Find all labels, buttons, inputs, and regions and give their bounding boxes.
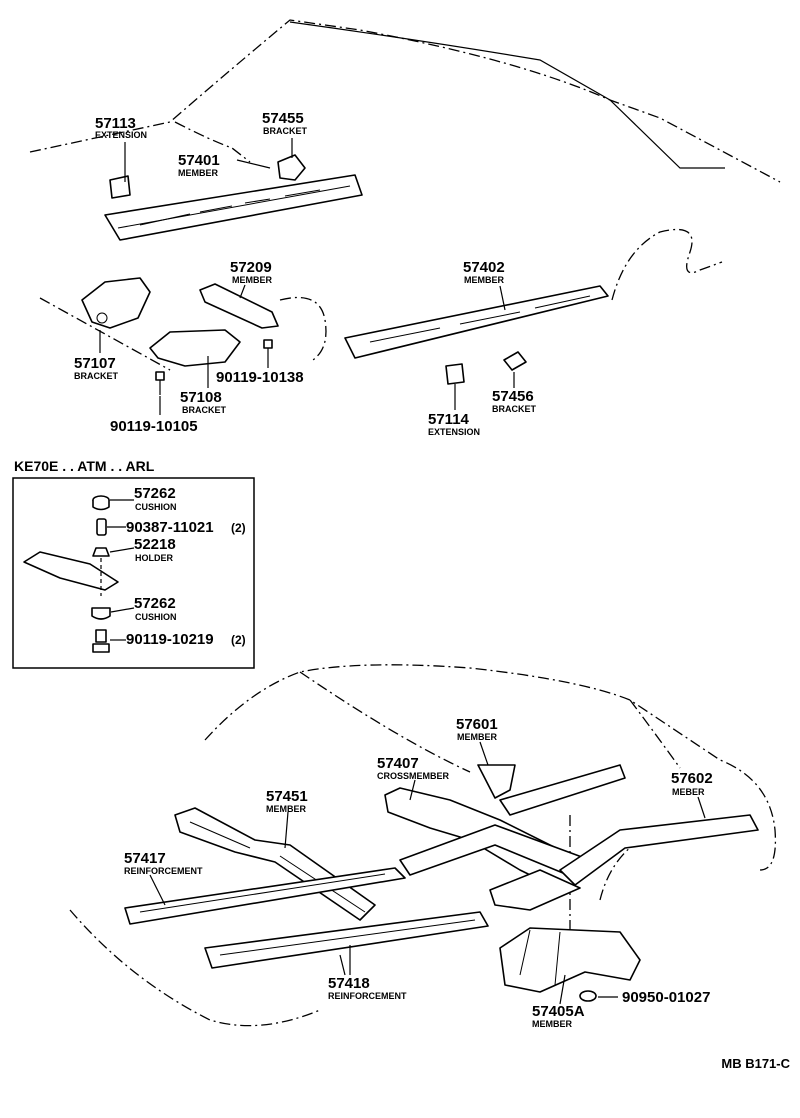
callout-name: MEMBER (464, 275, 504, 285)
callout-name: BRACKET (263, 126, 308, 136)
callout-part-no: 57417 (124, 850, 166, 867)
callout-part-no: 90119-10105 (110, 418, 198, 435)
callout-name: EXTENSION (95, 130, 147, 140)
callout-name: BRACKET (492, 404, 537, 414)
inset-part-no: 57262 (134, 595, 176, 612)
inset-header: KE70E . . ATM . . ARL (14, 458, 155, 474)
part-57417-reinforcement (124, 867, 406, 925)
part-57402-member (344, 285, 609, 359)
callout-name: EXTENSION (428, 427, 480, 437)
callout-name: REINFORCEMENT (328, 991, 407, 1001)
inset-qty: (2) (231, 633, 246, 647)
callout-part-no: 57451 (266, 788, 308, 805)
part-57209-member (199, 283, 279, 329)
inset-part-no: 90387-11021 (126, 519, 214, 536)
part-bolt-90119-10138 (263, 339, 273, 362)
inset-box: KE70E . . ATM . . ARL 57262 CUSHION 9038… (12, 458, 255, 669)
part-bolt-90119-10105 (155, 371, 165, 395)
part-57405A-member (499, 927, 641, 993)
callout-part-no: 57405A (532, 1003, 585, 1020)
callout-part-no: 57407 (377, 755, 419, 772)
inset-name: CUSHION (135, 612, 177, 622)
part-57107-bracket (81, 277, 151, 329)
callout-name: MEMBER (532, 1019, 572, 1029)
figure-code: MB B171-C (721, 1056, 790, 1071)
callout-part-no: 57108 (180, 389, 222, 406)
inset-part-no: 52218 (134, 536, 176, 553)
inset-name: HOLDER (135, 553, 174, 563)
part-57455-bracket (277, 154, 306, 181)
callout-part-no: 57455 (262, 110, 304, 127)
callout-name: MEMBER (232, 275, 272, 285)
part-57418-reinforcement (204, 911, 489, 969)
part-57401-member (104, 174, 363, 241)
callout-part-no: 57602 (671, 770, 713, 787)
inset-qty: (2) (231, 521, 246, 535)
callout-part-no: 57113 (95, 115, 136, 132)
part-grommet-90950-01027 (579, 990, 597, 1002)
callout-part-no: 57209 (230, 259, 272, 276)
callout-part-no: 57456 (492, 388, 534, 405)
part-57602-member (489, 814, 759, 911)
part-57113-extension (109, 175, 131, 199)
inset-part-no: 57262 (134, 485, 176, 502)
callout-name: REINFORCEMENT (124, 866, 203, 876)
car-body-outline-bottom (69, 664, 777, 1027)
inset-name: CUSHION (135, 502, 177, 512)
callout-name: MEBER (672, 787, 705, 797)
callout-name: MEMBER (178, 168, 218, 178)
callout-part-no: 57114 (428, 411, 470, 428)
inset-part-no: 90119-10219 (126, 631, 214, 648)
callout-part-no: 57107 (74, 355, 116, 372)
callout-name: BRACKET (74, 371, 119, 381)
callout-part-no: 90950-01027 (622, 989, 710, 1006)
part-57114-extension (445, 363, 465, 385)
car-body-outline-top (29, 19, 781, 371)
callout-part-no: 90119-10138 (216, 369, 304, 386)
part-57456-bracket (503, 351, 527, 371)
callout-part-no: 57401 (178, 152, 220, 169)
callout-part-no: 57418 (328, 975, 370, 992)
callout-name: BRACKET (182, 405, 227, 415)
callout-name: MEMBER (457, 732, 497, 742)
part-57108-bracket (149, 329, 241, 367)
callout-part-no: 57402 (463, 259, 505, 276)
leader-lines-bottom (149, 741, 706, 1005)
leader-lines-top (99, 138, 515, 415)
callout-name: CROSSMEMBER (377, 771, 450, 781)
callout-name: MEMBER (266, 804, 306, 814)
callout-part-no: 57601 (456, 716, 498, 733)
